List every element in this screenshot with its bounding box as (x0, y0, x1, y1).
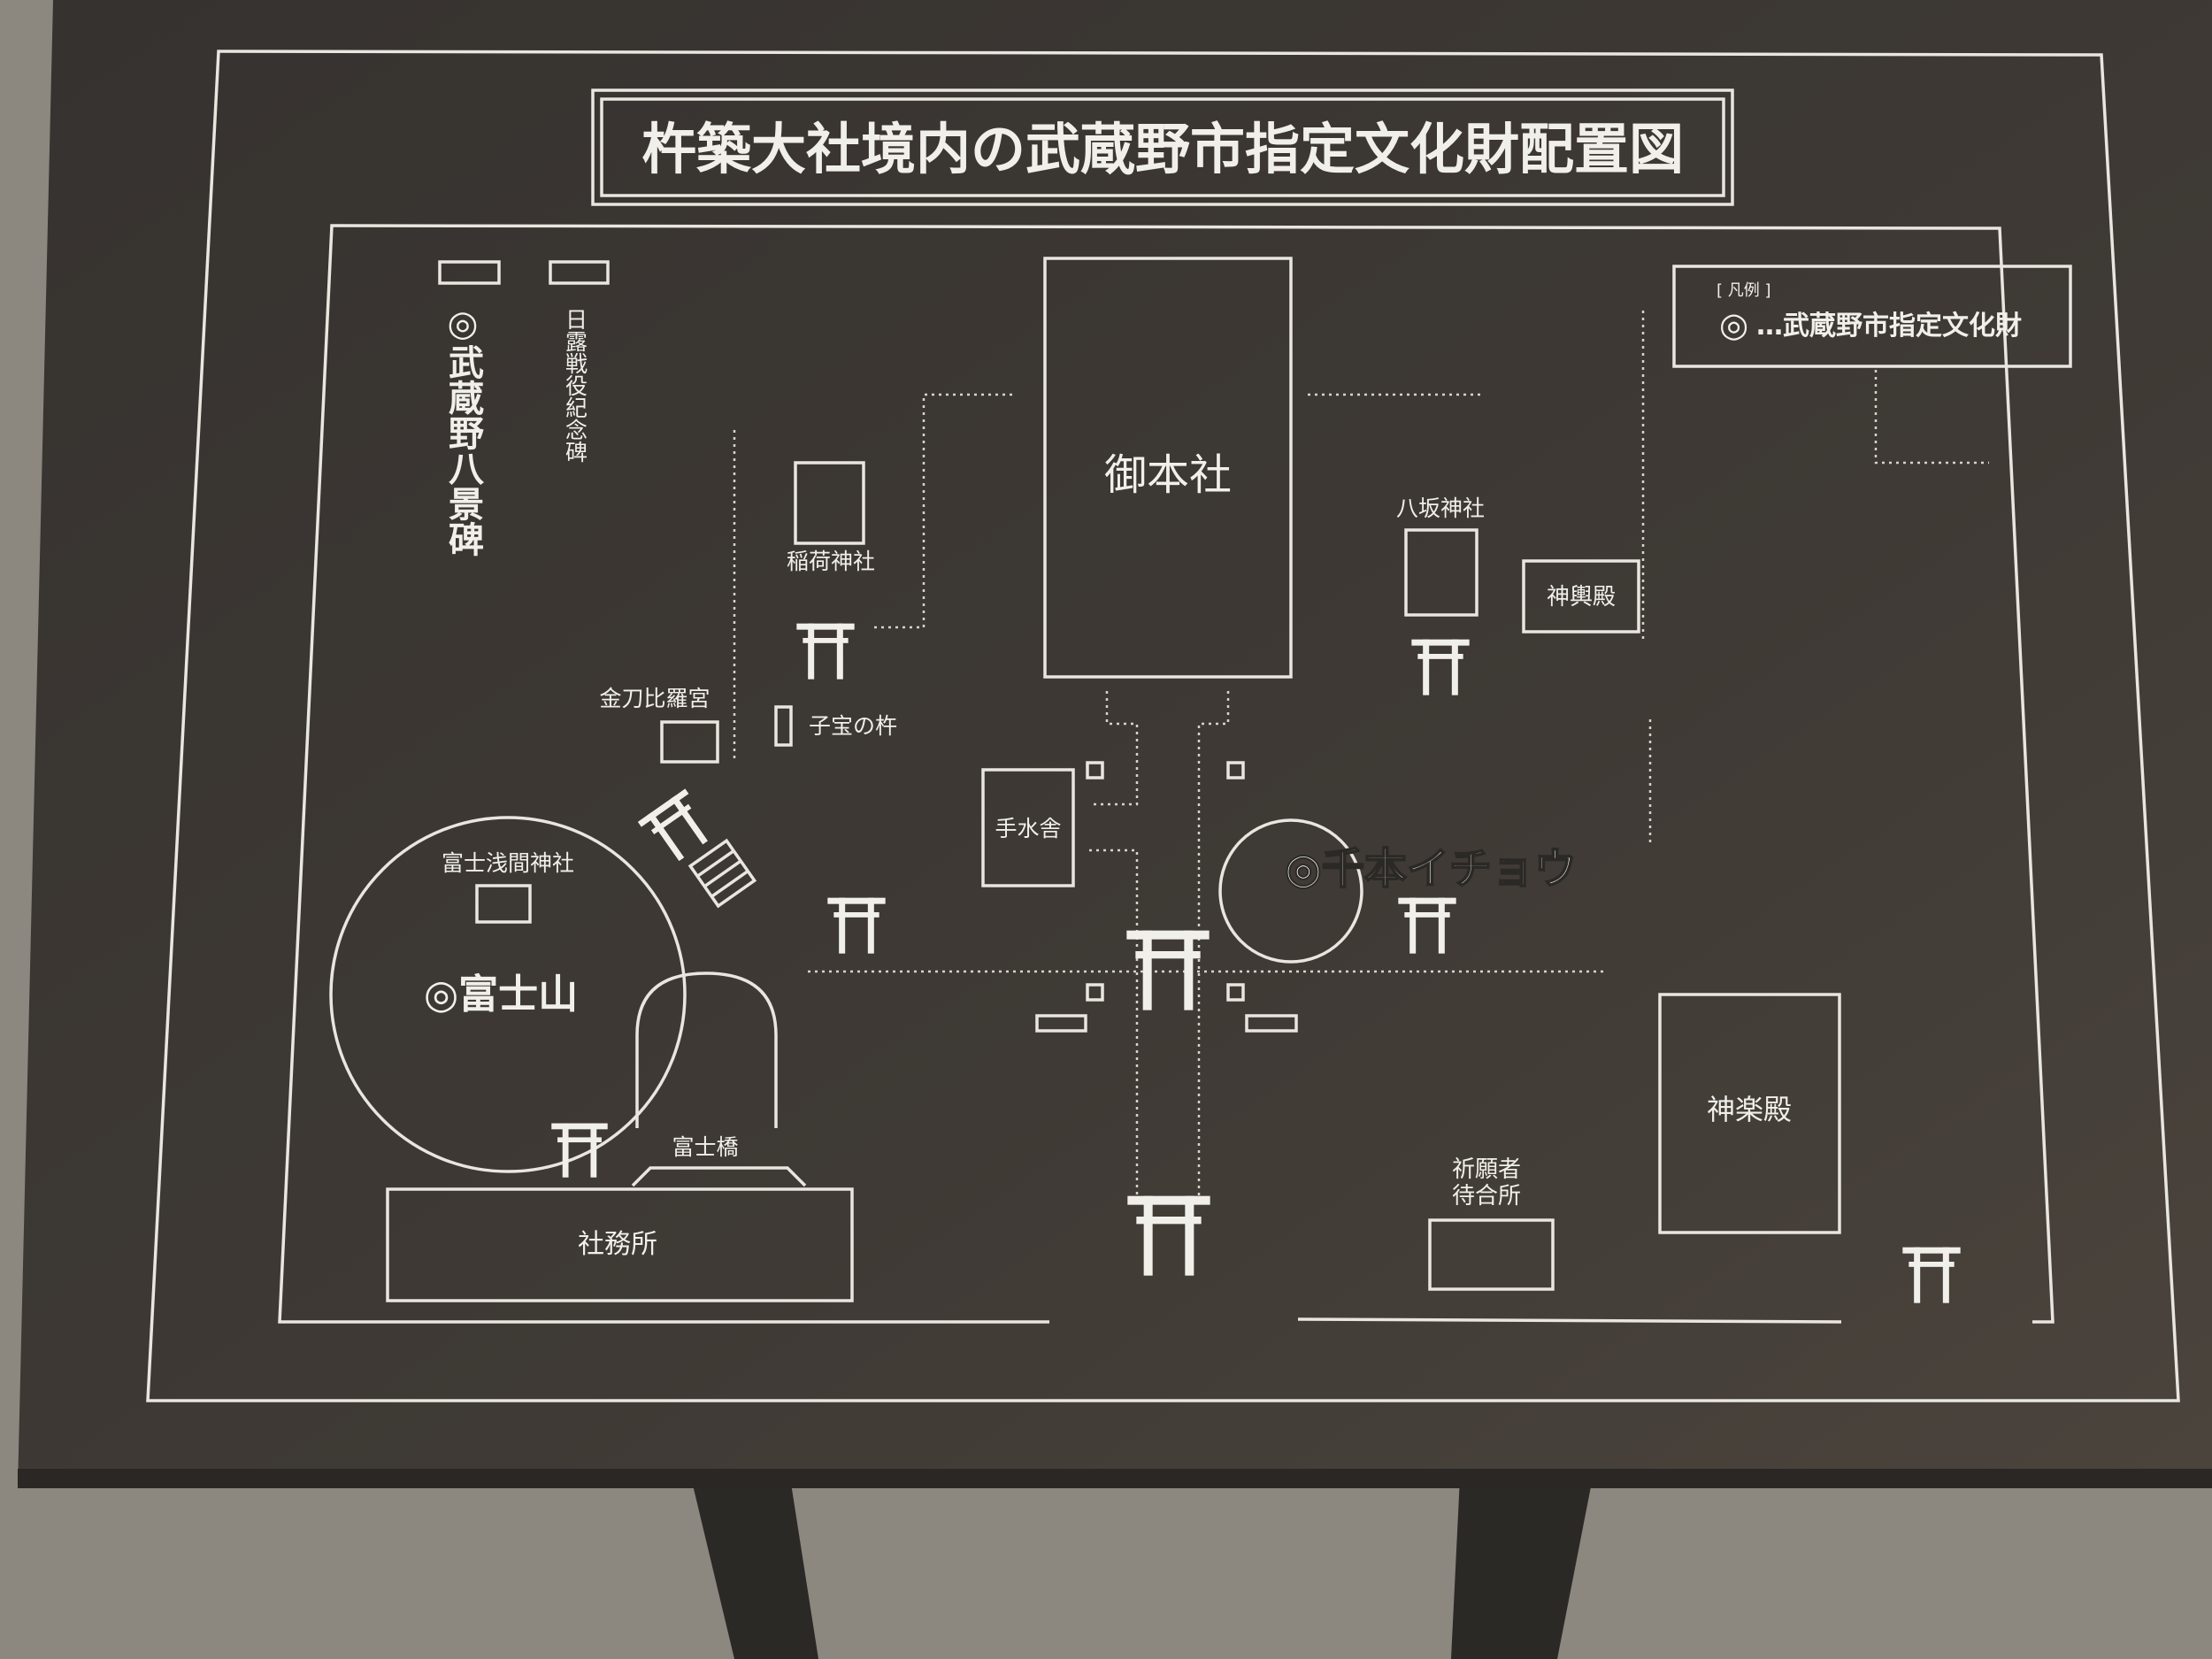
label-mikoshiden: 神輿殿 (1547, 584, 1616, 611)
kotohira-building (660, 720, 719, 764)
label-senbon-icho: ◎千本イチョウ (1285, 844, 1577, 894)
label-kotohira: 金刀比羅宮 (599, 686, 710, 711)
mikoshiden-building (1522, 559, 1640, 634)
lantern (1226, 983, 1245, 1002)
stand-leg-left (691, 1478, 818, 1659)
label-kiganja-2: 待合所 (1452, 1183, 1521, 1210)
label-kaguraden: 神楽殿 (1707, 1093, 1792, 1126)
legend-symbol: ◎ (1719, 305, 1748, 344)
label-musashino-hakkei: ◎武蔵野八景碑 (442, 303, 484, 557)
map-boundary (278, 224, 2055, 1324)
monument-nichiro (549, 260, 610, 285)
bench (1245, 1014, 1298, 1033)
outer-frame (146, 50, 2180, 1402)
label-shamusho: 社務所 (578, 1229, 657, 1260)
bridge (631, 1166, 807, 1187)
icho-tree (1218, 818, 1363, 964)
stand-leg-right (1451, 1478, 1593, 1659)
sengen-building (475, 884, 532, 924)
board-edge (18, 1469, 2212, 1488)
bench (1035, 1014, 1087, 1033)
label-fujibashi: 富士橋 (672, 1134, 738, 1160)
title-box-outer (591, 88, 1734, 206)
temizuya-building (981, 768, 1075, 887)
label-kodakara: 子宝の杵 (809, 713, 897, 739)
monument-hakkei (438, 260, 501, 285)
fujisan-mound (329, 816, 687, 1173)
lantern (1086, 761, 1104, 780)
label-sengen: 富士浅間神社 (442, 850, 574, 876)
legend-box (1672, 265, 2072, 368)
inari-building (794, 461, 865, 545)
kaguraden-building (1658, 993, 1841, 1234)
label-inari: 稲荷神社 (787, 549, 875, 574)
label-nichiro-monument: 日露戦役紀念碑 (563, 308, 588, 463)
label-temizuya: 手水舎 (995, 816, 1061, 841)
label-honsha: 御本社 (1104, 450, 1232, 500)
title-box-inner (600, 97, 1725, 197)
map-title: 杵築大社境内の武蔵野市指定文化財配置図 (641, 117, 1684, 181)
label-yasaka: 八坂神社 (1396, 495, 1485, 521)
pond-arch (635, 972, 778, 1128)
kiganja-building (1428, 1218, 1555, 1291)
stairs-kotohira (687, 838, 757, 909)
yasaka-building (1404, 528, 1479, 617)
board (18, 0, 2212, 1488)
label-kiganja-1: 祈願者 (1452, 1156, 1521, 1183)
legend-heading: [ 凡例 ] (1717, 281, 1771, 300)
lantern (1086, 983, 1104, 1002)
kodakara-pestle (774, 705, 793, 747)
lantern (1226, 761, 1245, 780)
legend-text: …武蔵野市指定文化財 (1756, 311, 2022, 342)
label-fujisan: ◎富士山 (424, 971, 578, 1018)
honsha-building (1043, 257, 1293, 679)
paths (733, 311, 1989, 1199)
shamusho-building (386, 1187, 854, 1302)
